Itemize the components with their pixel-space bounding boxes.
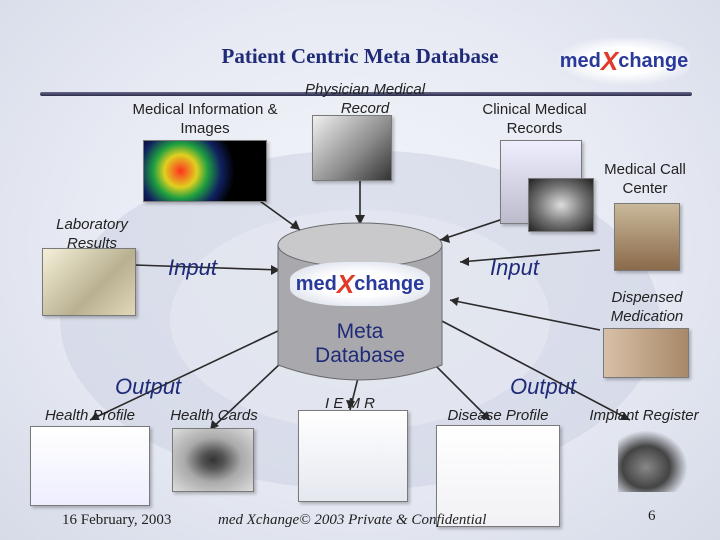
chest-xray-image (528, 178, 594, 232)
output-label-right: Output (510, 374, 577, 399)
arrow-call-center (459, 249, 601, 263)
input-label-left: Input (168, 255, 217, 280)
implant-image (618, 430, 688, 492)
label-disease-profile: Disease Profile (447, 407, 549, 424)
medication-photo (603, 328, 689, 378)
page-title: Patient Centric Meta Database (221, 44, 499, 68)
label-medical-info: Medical Information & Images (132, 101, 278, 137)
output-label-left: Output (115, 374, 182, 399)
label-health-profile: Health Profile (44, 407, 136, 424)
label-iemr: I E M R (324, 395, 375, 412)
footer-date: 16 February, 2003 (62, 512, 172, 528)
disease-profile-chart (436, 425, 560, 527)
footer-confidential: med Xchange© 2003 Private & Confidential (218, 512, 487, 528)
label-health-cards: Health Cards (170, 407, 258, 424)
arrow-dispensed (449, 299, 601, 331)
label-lab: Laboratory Results (56, 216, 128, 252)
label-dispensed: Dispensed Medication (610, 289, 684, 325)
label-call-center: Medical Call Center (604, 161, 686, 197)
page-number: 6 (648, 508, 656, 524)
arrow-health-profile (89, 329, 281, 421)
iemr-screenshot (298, 410, 408, 502)
eye-scan-image (172, 428, 254, 492)
label-clinical: Clinical Medical Records (482, 101, 587, 137)
call-center-photo (614, 203, 680, 271)
arrow-implant (439, 319, 631, 421)
label-implant-register: Implant Register (589, 407, 699, 424)
physician-photo (312, 115, 392, 181)
title-divider (40, 92, 692, 96)
label-physician: Physician Medical Record (304, 81, 426, 117)
arrow-lab (134, 264, 281, 271)
pet-scan-image (143, 140, 267, 202)
health-profile-screenshot (30, 426, 150, 506)
input-label-right: Input (490, 255, 539, 280)
laboratory-photo (42, 248, 136, 316)
meta-database-label: Meta Database (315, 320, 405, 367)
